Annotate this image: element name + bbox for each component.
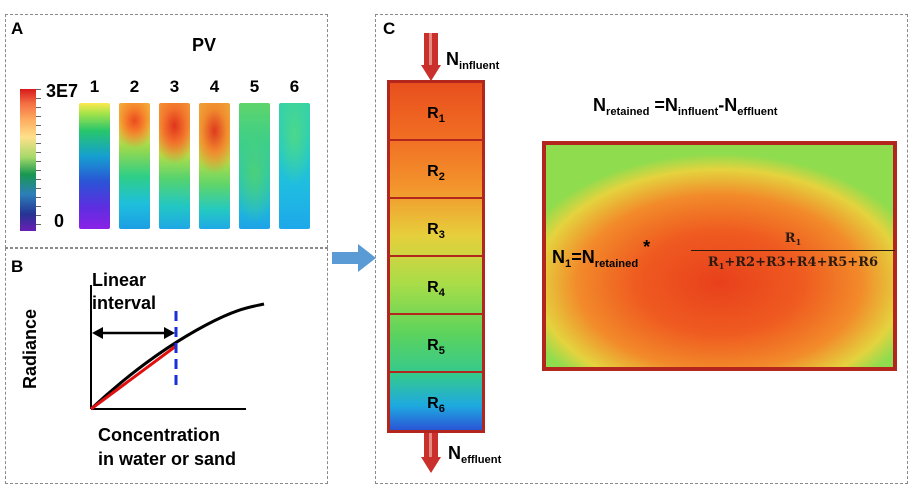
calibration-plot bbox=[89, 285, 265, 411]
transition-arrow-shape bbox=[332, 244, 376, 272]
color-scale-ticks bbox=[36, 89, 41, 231]
column-body: R1 R2 R3 R4 R5 R6 bbox=[387, 80, 485, 433]
effluent-label: Neffluent bbox=[448, 443, 501, 466]
column-image-1 bbox=[79, 103, 110, 229]
interval-arrow-left-head bbox=[92, 327, 103, 339]
column-label-6: 6 bbox=[289, 77, 300, 96]
n1-fraction: R1 R1+R2+R3+R4+R5+R6 bbox=[689, 231, 897, 271]
segment-r4-label: R4 bbox=[427, 279, 445, 299]
panel-b-label: B bbox=[11, 257, 24, 276]
column-image-6 bbox=[279, 103, 310, 229]
fraction-denominator: R1+R2+R3+R4+R5+R6 bbox=[707, 254, 879, 271]
retained-heatmap bbox=[542, 141, 897, 371]
influent-n: N bbox=[446, 49, 459, 69]
segment-r6: R6 bbox=[390, 373, 482, 430]
column-image-4 bbox=[199, 103, 230, 229]
x-axis-label-line1: Concentration bbox=[98, 425, 221, 445]
y-axis-label: Radiance bbox=[20, 308, 40, 389]
panel-c: C Ninfluent R1 R2 R3 R4 R5 R6 bbox=[375, 14, 908, 484]
linear-interval-label: Linear interval bbox=[92, 270, 157, 313]
x-axis-label-line2: in water or sand bbox=[98, 449, 237, 469]
fraction-numerator: R1 bbox=[784, 231, 802, 247]
effluent-sub: effluent bbox=[461, 453, 502, 466]
segment-r6-label: R6 bbox=[427, 395, 445, 415]
segment-r3-label: R3 bbox=[427, 221, 445, 241]
panel-a: A PV 3E7 0 1 2 3 4 5 6 bbox=[5, 14, 328, 248]
column-label-2: 2 bbox=[129, 77, 140, 96]
column-image-3 bbox=[159, 103, 190, 229]
calibration-curve bbox=[89, 302, 265, 411]
retained-equation: Nretained =Ninfluent-Neffluent bbox=[593, 95, 778, 118]
influent-label: Ninfluent bbox=[446, 49, 499, 72]
column-image-5 bbox=[239, 103, 270, 229]
linear-segment bbox=[90, 344, 177, 411]
segment-r4: R4 bbox=[390, 257, 482, 315]
influent-sub: influent bbox=[459, 59, 500, 72]
column-label-3: 3 bbox=[169, 77, 180, 96]
interval-arrow-right-head bbox=[164, 327, 175, 339]
scale-min-label: 0 bbox=[54, 211, 65, 231]
n1-equation-lhs: N1=Nretained * bbox=[552, 237, 651, 270]
fraction-bar bbox=[691, 249, 895, 251]
transition-arrow bbox=[332, 244, 376, 272]
effluent-arrow bbox=[421, 433, 441, 473]
segment-r5-label: R5 bbox=[427, 337, 445, 357]
column-label-5: 5 bbox=[249, 77, 260, 96]
panel-c-label: C bbox=[383, 19, 396, 38]
segment-r2: R2 bbox=[390, 141, 482, 199]
influent-arrow bbox=[421, 33, 441, 81]
column-label-1: 1 bbox=[89, 77, 100, 96]
column-image-2 bbox=[119, 103, 150, 229]
color-scale-bar bbox=[20, 89, 36, 231]
column-label-4: 4 bbox=[209, 77, 220, 96]
segment-r1-label: R1 bbox=[427, 105, 445, 125]
pv-label: PV bbox=[192, 35, 217, 55]
segment-r1: R1 bbox=[390, 83, 482, 141]
segment-r5: R5 bbox=[390, 315, 482, 373]
segment-r2-label: R2 bbox=[427, 163, 445, 183]
segment-r3: R3 bbox=[390, 199, 482, 257]
effluent-n: N bbox=[448, 443, 461, 463]
panel-b: B Linear interval Radiance Concentration… bbox=[5, 248, 328, 484]
scale-max-label: 3E7 bbox=[46, 81, 79, 101]
panel-a-label: A bbox=[11, 19, 24, 38]
